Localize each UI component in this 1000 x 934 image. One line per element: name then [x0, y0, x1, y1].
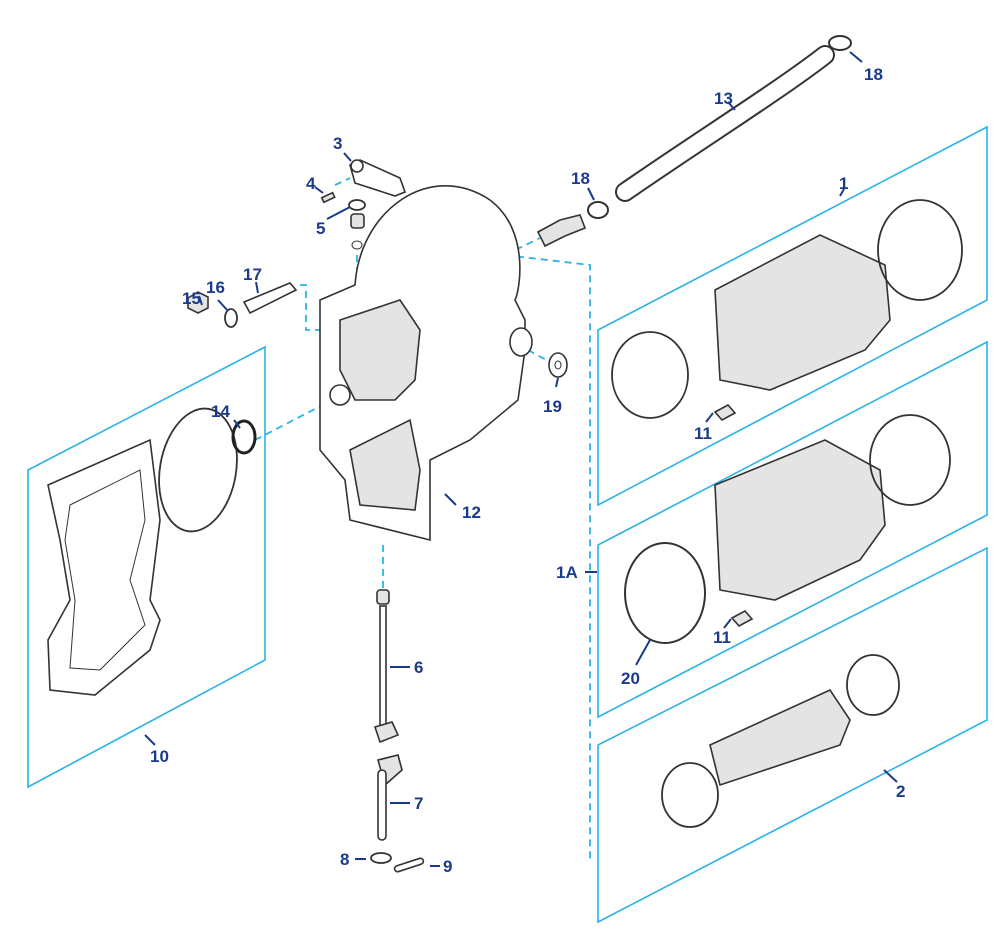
clamp-18-mid [587, 201, 609, 219]
bushing [350, 213, 365, 229]
sleeve-20 [624, 542, 706, 644]
leader-14 [233, 419, 241, 429]
exhaust-bellows [714, 234, 891, 391]
align-line-lever [334, 177, 351, 186]
housing-boss [509, 327, 533, 357]
callout-15: 15 [182, 289, 201, 308]
bellows-panel-1 [597, 125, 988, 507]
clamp-18-top [828, 35, 852, 51]
clamp-1a-right [869, 414, 951, 506]
stud [242, 282, 298, 315]
callout-17: 17 [243, 265, 262, 284]
washer-5 [348, 199, 366, 211]
callout-18b: 18 [571, 169, 590, 188]
leader-15 [198, 295, 203, 306]
washer-19-hole [554, 360, 562, 370]
clip-11a [713, 403, 737, 422]
large-seal [158, 407, 238, 533]
housing-cavity [339, 299, 421, 401]
bellows-panel-2 [597, 546, 988, 924]
leader-12 [444, 493, 457, 506]
gasket [47, 438, 161, 696]
leader-2 [883, 769, 898, 783]
leader-17 [255, 281, 259, 294]
nut [187, 291, 209, 314]
callout-11a: 11 [694, 424, 712, 443]
shift-rod [377, 769, 387, 841]
callout-5: 5 [316, 219, 325, 238]
callout-3: 3 [333, 134, 342, 153]
align-line-stud [300, 284, 330, 331]
leader-16 [217, 299, 229, 312]
shaft-clip [373, 721, 400, 744]
u-joint-bellows [709, 688, 851, 787]
callout-14: 14 [211, 402, 230, 421]
hose-inner [617, 47, 833, 200]
leader-3 [343, 152, 352, 162]
screw [320, 191, 336, 204]
leader-20 [635, 639, 651, 666]
bellows-1a [714, 439, 886, 601]
callout-12: 12 [462, 503, 481, 522]
align-line-washer [527, 349, 551, 363]
shaft-cap [376, 589, 390, 605]
leader-11b [723, 618, 732, 629]
gasket-inner [64, 469, 146, 671]
callout-16: 16 [206, 278, 225, 297]
leader-13 [727, 101, 736, 111]
housing-port [329, 384, 351, 406]
callout-4: 4 [306, 174, 316, 193]
leader-18a [849, 51, 863, 63]
align-line-main [504, 254, 591, 860]
small-washer [351, 240, 363, 250]
callout-9: 9 [443, 857, 452, 876]
callout-13: 13 [714, 89, 733, 108]
leader-18b [587, 187, 595, 201]
washer-16 [224, 308, 238, 328]
washer-8 [370, 852, 392, 864]
callout-7: 7 [414, 794, 423, 813]
clamp-1-right [877, 199, 963, 301]
callout-2: 2 [896, 782, 905, 801]
callout-19: 19 [543, 397, 562, 416]
hose-fitting [536, 214, 587, 248]
callout-18a: 18 [864, 65, 883, 84]
clamp-2-right [846, 654, 900, 716]
gasket-panel [27, 345, 266, 789]
o-ring [231, 419, 257, 455]
pin-9 [393, 857, 425, 873]
bellows-panel-1a [597, 340, 988, 719]
washer-19 [548, 352, 568, 378]
callout-10: 10 [150, 747, 169, 766]
leader-11a [705, 412, 714, 423]
leader-10 [144, 734, 156, 746]
clamp-1-left [611, 331, 689, 419]
shift-lever-hole [350, 159, 364, 173]
callout-1: 1 [839, 174, 848, 193]
leader-19 [555, 377, 559, 388]
clamp-2-left [661, 762, 719, 828]
leader-1 [839, 188, 845, 197]
leader-5 [326, 206, 351, 220]
callout-1a: 1A [556, 563, 578, 582]
clip-11b [730, 609, 754, 628]
leader-4 [314, 186, 324, 194]
housing-cavity-lower [349, 418, 421, 511]
callout-6: 6 [414, 658, 423, 677]
callout-8: 8 [340, 850, 349, 869]
callout-11b: 11 [713, 628, 731, 647]
shift-shaft [379, 605, 387, 727]
callout-20: 20 [621, 669, 640, 688]
